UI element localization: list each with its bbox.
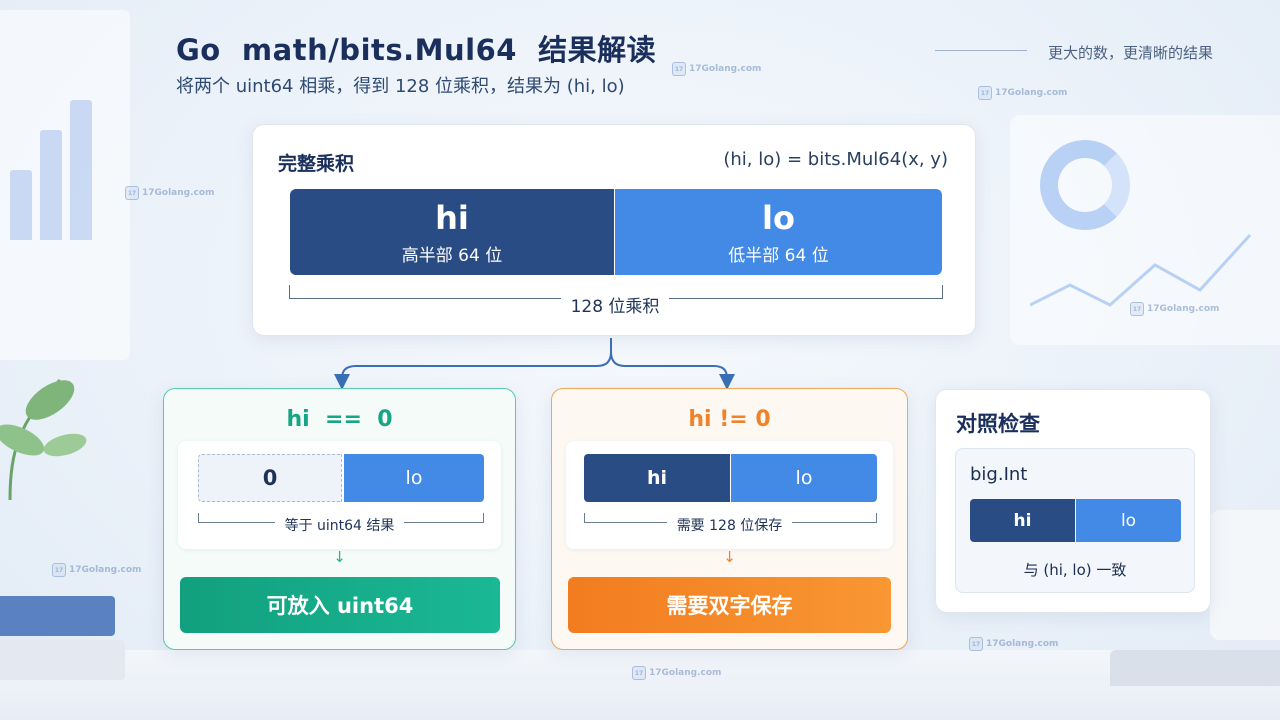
- watermark-logo-icon: 17: [125, 186, 139, 200]
- hi-nonzero-hi-box: hi: [584, 454, 730, 502]
- hi-nonzero-title: hi != 0: [688, 407, 771, 432]
- background-bar-chart: [0, 10, 130, 360]
- hi-segment-label: hi: [435, 199, 469, 237]
- hi-nonzero-lo-box: lo: [731, 454, 877, 502]
- background-cup: [1210, 510, 1280, 640]
- tagline: 更大的数，更清晰的结果: [1048, 44, 1214, 62]
- hi-zero-brace-label-row: 等于 uint64 结果: [178, 515, 501, 535]
- hi-nonzero-brace-label: 需要 128 位保存: [666, 518, 793, 534]
- cross-check-card: 对照检查 big.Int hi lo 与 (hi, lo) 一致: [935, 389, 1211, 613]
- hi-zero-card: hi == 0 0 lo 等于 uint64 结果 ↓ 可放入 uint64: [163, 388, 516, 650]
- watermark-logo-icon: 17: [52, 563, 66, 577]
- page-subtitle: 将两个 uint64 相乘，得到 128 位乘积，结果为 (hi, lo): [176, 76, 625, 97]
- background-bar: [10, 170, 32, 240]
- watermark-text: 17Golang.com: [649, 668, 722, 678]
- mul64-formula: (hi, lo) = bits.Mul64(x, y): [723, 149, 948, 170]
- hi-nonzero-brace-label-row: 需要 128 位保存: [566, 515, 893, 535]
- hi-zero-title: hi == 0: [286, 407, 393, 432]
- watermark-logo-icon: 17: [969, 637, 983, 651]
- watermark-logo-icon: 17: [1130, 302, 1144, 316]
- full-product-card: 完整乘积 (hi, lo) = bits.Mul64(x, y) hi 高半部 …: [252, 124, 976, 336]
- background-desk: [0, 650, 1280, 720]
- watermark-text: 17Golang.com: [142, 188, 215, 198]
- hi-zero-brace-label: 等于 uint64 结果: [274, 518, 405, 534]
- product-width-label: 128 位乘积: [560, 297, 670, 317]
- hi-nonzero-card: hi != 0 hi lo 需要 128 位保存 ↓ 需要双字保存: [551, 388, 908, 650]
- watermark-logo-icon: 17: [632, 666, 646, 680]
- fits-uint64-result: 可放入 uint64: [180, 577, 500, 633]
- arrow-down-icon: ↓: [723, 548, 736, 566]
- background-line-chart: [1030, 233, 1252, 307]
- tagline-divider: [935, 50, 1027, 51]
- bigint-agree-text: 与 (hi, lo) 一致: [1023, 561, 1127, 579]
- hi-zero-value-box: 0: [198, 454, 342, 502]
- hi-segment-desc: 高半部 64 位: [401, 246, 503, 266]
- lo-segment-label: lo: [762, 199, 795, 237]
- watermark-text: 17Golang.com: [995, 88, 1068, 98]
- background-donut-chart: [1040, 140, 1130, 230]
- cross-check-title: 对照检查: [956, 412, 1040, 436]
- hi-zero-lo-box: lo: [344, 454, 484, 502]
- background-laptop: [1110, 650, 1280, 686]
- bigint-lo-box: lo: [1076, 499, 1181, 542]
- background-dashboard: [1010, 115, 1280, 345]
- lo-segment-desc: 低半部 64 位: [728, 246, 829, 266]
- bigint-panel: big.Int hi lo 与 (hi, lo) 一致: [955, 448, 1195, 593]
- bigint-label: big.Int: [970, 464, 1028, 485]
- page-title: Go math/bits.Mul64 结果解读: [176, 33, 657, 67]
- hi-zero-diagram: 0 lo 等于 uint64 结果: [178, 441, 501, 549]
- background-bar: [40, 130, 62, 240]
- watermark-text: 17Golang.com: [69, 565, 142, 575]
- background-plant: [0, 378, 87, 500]
- background-books: [0, 596, 125, 680]
- watermark-text: 17Golang.com: [986, 639, 1059, 649]
- bigint-hi-box: hi: [970, 499, 1075, 542]
- lo-segment: lo 低半部 64 位: [615, 189, 942, 275]
- background-bar: [70, 100, 92, 240]
- hi-nonzero-diagram: hi lo 需要 128 位保存: [566, 441, 893, 549]
- full-product-title: 完整乘积: [278, 153, 355, 175]
- needs-double-word-result: 需要双字保存: [568, 577, 891, 633]
- watermark-text: 17Golang.com: [1147, 304, 1220, 314]
- watermark-text: 17Golang.com: [689, 64, 762, 74]
- watermark-logo-icon: 17: [978, 86, 992, 100]
- watermark-logo-icon: 17: [672, 62, 686, 76]
- arrow-down-icon: ↓: [333, 548, 346, 566]
- hi-segment: hi 高半部 64 位: [290, 189, 614, 275]
- product-width-label-row: 128 位乘积: [253, 292, 977, 317]
